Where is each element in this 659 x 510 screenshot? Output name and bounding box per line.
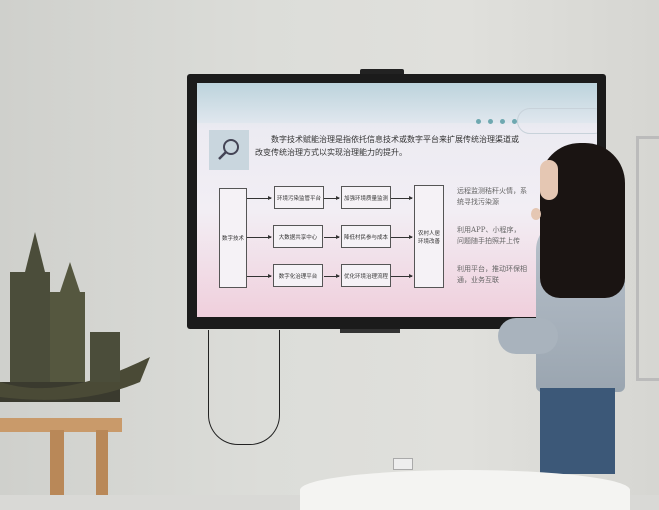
arrow [391,274,413,278]
presenter-jeans [540,388,615,474]
magnifier-icon [209,130,249,170]
arrow [391,196,413,200]
arrow [247,274,272,278]
slide-banner [197,83,597,123]
arrow [324,235,340,239]
arrow [247,235,272,239]
presenter-face [540,160,558,200]
table-leg [50,430,64,495]
power-outlet [393,458,413,470]
flow-box: 降低村民参与成本 [341,225,391,248]
result-box: 农村人居环境改善 [414,185,444,288]
note-text: 远程监测秸秆火情，系统寻找污染源 [457,187,527,206]
slide-intro-text: 数字技术赋能治理是指依托信息技术或数字平台来扩展传统治理渠道或改变传统治理方式以… [255,135,519,157]
slide: 数字技术赋能治理是指依托信息技术或数字平台来扩展传统治理渠道或改变传统治理方式以… [197,83,597,317]
flow-box: 大数据共享中心 [273,225,323,248]
flow-box: 数字化治理平台 [273,264,323,287]
arrow [247,196,272,200]
presenter-arm [498,318,558,354]
foreground-table [300,470,630,510]
dragon-boat-sculpture [0,232,150,402]
flow-box: 优化环境治理流程 [341,264,391,287]
wooden-table [0,418,122,432]
flow-box: 加强环境质量监测 [341,186,391,209]
whiteboard-frame [636,136,659,381]
note-text: 利用平台，推动环保相通，业务互联 [457,265,527,284]
decor-dots [476,119,517,124]
presenter-hand [531,208,541,220]
table-leg [96,430,108,495]
flow-box: 环境污染监管平台 [274,186,324,209]
note-text: 利用APP、小程序，问题随手拍照并上传 [457,226,521,245]
arrow [324,196,340,200]
decor-pill [517,108,597,134]
arrow [324,274,340,278]
tv-bottom-bar [340,329,400,333]
source-box: 数字技术 [219,188,247,288]
cable [208,330,280,445]
arrow [391,235,413,239]
